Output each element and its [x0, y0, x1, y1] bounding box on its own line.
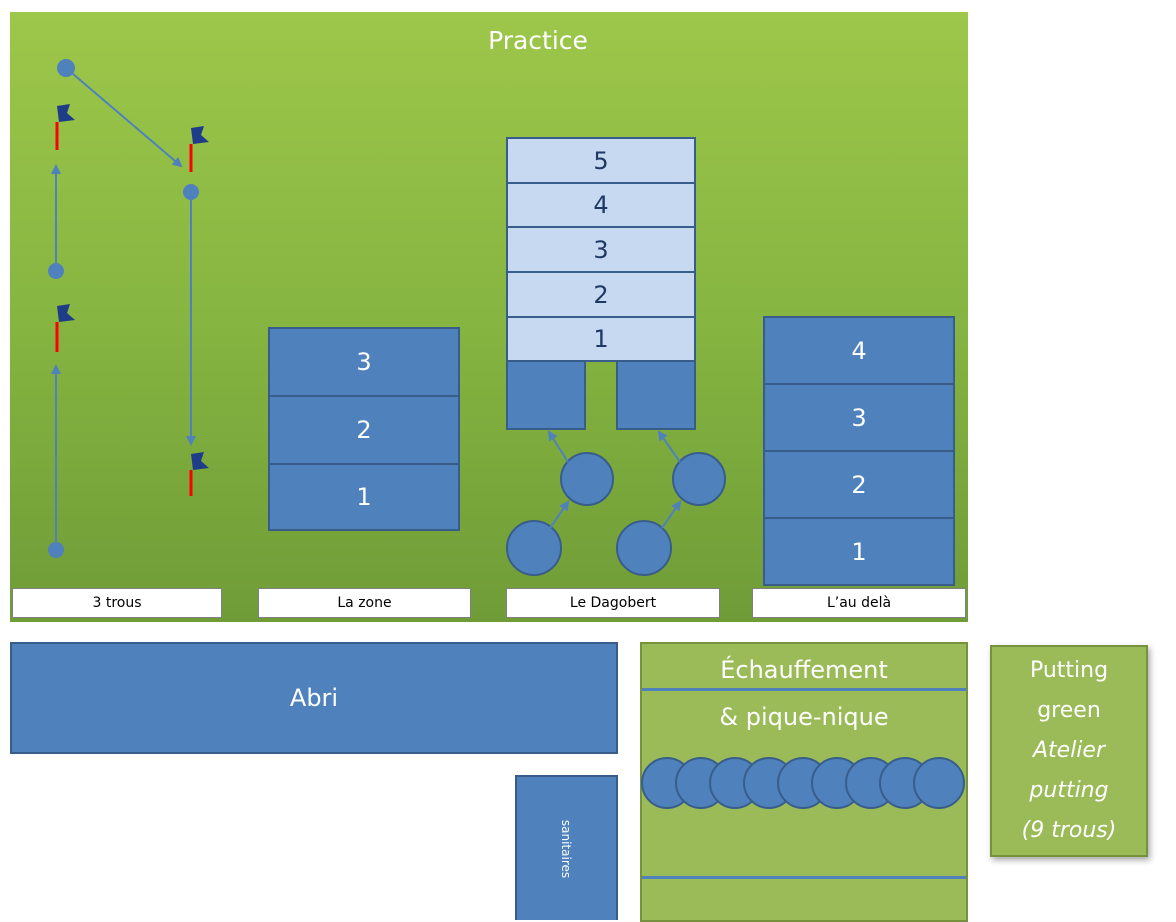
- trois-trous-ball-3: [57, 59, 75, 77]
- label-au-dela: L’au delà: [752, 588, 966, 618]
- dagobert-ball-lower-left: [506, 520, 562, 576]
- putting-line-1: Putting: [1029, 658, 1109, 683]
- echauffement-title-line2: & pique-nique: [719, 703, 889, 731]
- putting-line-4: putting: [1029, 778, 1109, 803]
- putting-green: [990, 645, 1148, 857]
- abri-shelter: Abri: [10, 642, 618, 754]
- sanitaires-block: sanitaires: [515, 775, 618, 920]
- trois-trous-ball-2: [48, 263, 64, 279]
- dagobert-right-pillar: [616, 360, 696, 430]
- dagobert-level-5: 5: [506, 137, 696, 184]
- trois-trous-ball-4: [183, 184, 199, 200]
- putting-line-3: Atelier: [1032, 738, 1105, 763]
- dagobert-level-4: 4: [506, 182, 696, 228]
- putting-line-2: green: [1037, 698, 1101, 723]
- dagobert-arrow-lower-right: [661, 500, 682, 529]
- label-3-trous: 3 trous: [12, 588, 222, 618]
- echauffement-top-line: [642, 688, 966, 691]
- echauffement-title-line1: Échauffement: [720, 656, 888, 684]
- flag-hole-4-icon: [189, 452, 209, 496]
- echauffement-balls: [641, 757, 965, 809]
- label-la-zone: La zone: [258, 588, 471, 618]
- dagobert-ball-upper-right: [672, 452, 726, 506]
- label-le-dagobert: Le Dagobert: [506, 588, 720, 618]
- dagobert-arrow-upper-right: [657, 430, 681, 463]
- dagobert-left-pillar: [506, 360, 586, 430]
- putting-line-5: (9 trous): [1021, 818, 1117, 843]
- flag-hole-2-icon: [55, 104, 75, 150]
- au-dela-level-1: 1: [763, 517, 955, 586]
- dagobert-ball-lower-right: [616, 520, 672, 576]
- flag-hole-3-icon: [189, 126, 209, 172]
- la-zone-level-1: 1: [268, 463, 460, 531]
- practice-title: Practice: [488, 26, 588, 55]
- dagobert-arrow-upper-left: [547, 430, 569, 463]
- dagobert-level-3: 3: [506, 226, 696, 273]
- putting-green-text: Putting green Atelier putting (9 trous): [990, 651, 1148, 851]
- dagobert-arrow-lower-left: [549, 500, 570, 529]
- dagobert-level-1: 1: [506, 316, 696, 362]
- flag-hole-1-icon: [55, 304, 75, 352]
- dagobert-ball-upper-left: [560, 452, 614, 506]
- au-dela-level-2: 2: [763, 450, 955, 519]
- la-zone-level-2: 2: [268, 395, 460, 465]
- echauffement-bottom-line: [642, 876, 966, 879]
- trois-trous-arrow-3: [65, 67, 183, 168]
- trois-trous-ball-1: [48, 542, 64, 558]
